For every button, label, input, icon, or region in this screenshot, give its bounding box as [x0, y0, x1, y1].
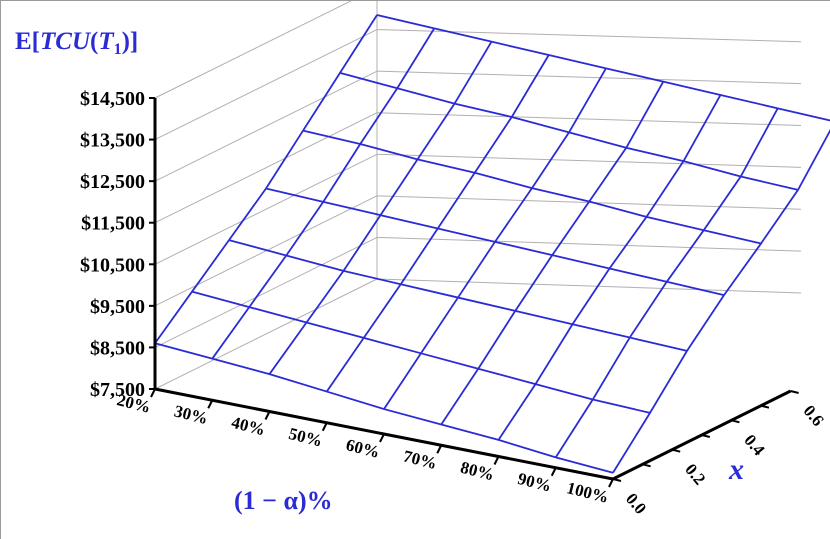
surface-mesh	[154, 14, 830, 474]
z-tick-label: 0.6	[800, 401, 828, 429]
y-tick-label: $13,500	[80, 130, 145, 152]
x-tick-mark	[436, 444, 443, 454]
surface-line-z	[376, 14, 830, 122]
z-axis-label: x	[728, 453, 744, 486]
x-tick-mark	[150, 388, 156, 398]
x-axis-label: (1 − α)%	[234, 486, 333, 515]
back-gridlines	[154, 1, 802, 390]
y-tick-label: $7,500	[90, 379, 145, 401]
back-gridline	[376, 153, 802, 168]
z-tick-label: 0.0	[622, 489, 650, 517]
surface-line-x	[383, 67, 607, 410]
x-tick-mark	[608, 478, 614, 488]
surface-line-x	[211, 27, 436, 360]
x-tick-mark	[321, 422, 328, 432]
y-tick-label: $12,500	[80, 171, 145, 193]
back-gridline	[376, 236, 802, 252]
x-tick-labels: 20% 30% 40% 50% 60% 70% 80% 90% 100%	[115, 390, 611, 507]
back-gridline	[376, 70, 802, 85]
x-tick-mark	[493, 456, 500, 465]
surface-line-x	[497, 94, 722, 441]
y-tick-label: $10,500	[80, 254, 145, 276]
x-tick-mark	[379, 433, 385, 443]
z-tick-mark	[671, 448, 681, 453]
z-tick-mark	[731, 419, 740, 424]
side-gridline	[154, 236, 378, 348]
z-tick-label: 0.2	[681, 460, 709, 488]
surface-line-x	[440, 81, 665, 425]
y-tick-label: $14,500	[80, 88, 145, 110]
y-tick-label: $11,500	[81, 213, 145, 235]
x-tick-label: 80%	[459, 458, 497, 485]
side-gridline	[154, 278, 378, 390]
surface-line-x	[268, 41, 493, 375]
y-tick-label: $8,500	[90, 337, 145, 359]
side-gridline	[154, 70, 378, 182]
x-tick-mark	[264, 411, 271, 420]
side-gridline	[154, 153, 378, 265]
chart-title: E[TCU(T1)]	[15, 28, 138, 58]
x-tick-label: 50%	[287, 424, 325, 451]
z-tick-mark	[612, 478, 622, 482]
x-tick-label: 100%	[565, 478, 611, 507]
side-gridline	[154, 29, 378, 141]
z-tick-label: 0.4	[740, 431, 769, 460]
x-tick-mark	[207, 399, 214, 409]
back-gridline	[376, 29, 802, 43]
x-tick-mark	[550, 467, 557, 477]
z-tick-mark	[642, 463, 651, 468]
x-tick-label: 70%	[401, 446, 439, 473]
z-tick-mark	[760, 404, 770, 409]
x-tick-label: 90%	[516, 469, 554, 496]
surface-line-x	[154, 14, 378, 344]
z-tick-mark	[790, 390, 799, 394]
x-tick-label: 40%	[230, 413, 268, 440]
x-tick-label: 60%	[344, 435, 382, 462]
surface-line-x	[554, 107, 779, 458]
z-tick-mark	[701, 434, 711, 438]
side-gridline	[154, 112, 378, 224]
x-tick-label: 30%	[172, 401, 210, 428]
y-tick-labels: $14,500 $13,500 $12,500 $11,500 $10,500 $9,50…	[80, 88, 145, 401]
x-tick-label: 20%	[115, 390, 153, 417]
surface-line-x	[326, 54, 550, 393]
side-gridline	[154, 1, 352, 99]
y-tick-label: $9,500	[90, 296, 145, 318]
axes	[149, 97, 799, 488]
surface-line-x	[612, 128, 830, 474]
back-gridline	[376, 278, 802, 294]
